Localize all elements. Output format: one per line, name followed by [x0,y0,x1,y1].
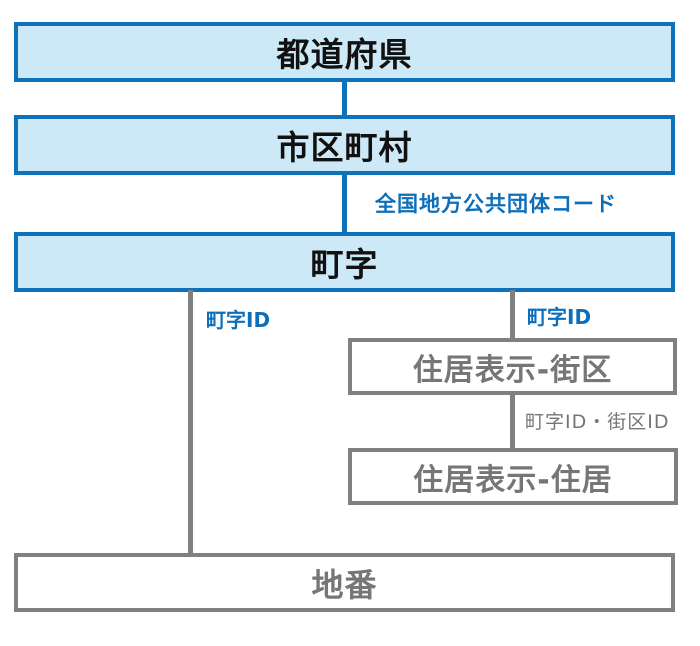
node-municipality: 市区町村 [14,115,675,175]
edge-label-town-id-right: 町字ID [527,305,592,329]
edge-label-lg-code: 全国地方公共団体コード [375,192,617,216]
node-residential-residence: 住居表示-住居 [348,448,678,505]
connector-municipality-town [342,173,347,234]
node-residential-block: 住居表示-街区 [348,338,677,395]
connector-prefecture-municipality [342,80,347,117]
edge-label-town-block-id: 町字ID・街区ID [525,411,670,433]
connector-town-parcel [188,290,193,554]
node-prefecture: 都道府県 [14,22,675,82]
node-parcel-number: 地番 [14,553,675,612]
node-town: 町字 [14,232,675,292]
connector-block-residence [510,393,515,450]
edge-label-town-id-left: 町字ID [206,308,271,332]
connector-town-block [510,290,515,340]
